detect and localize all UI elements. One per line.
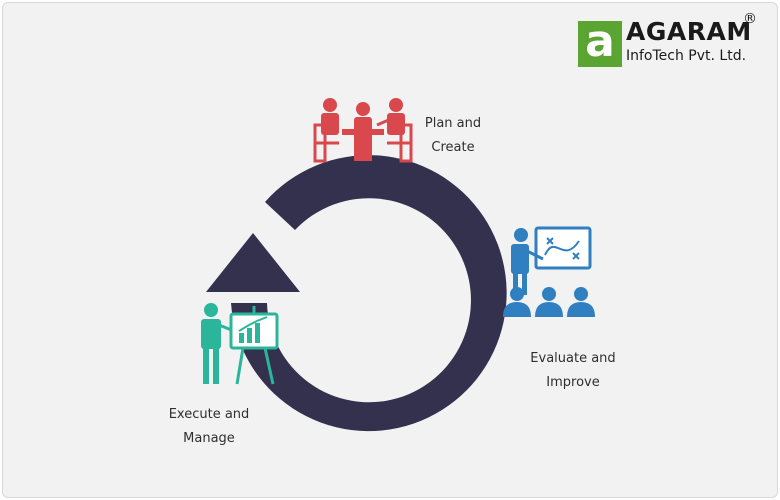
presenter-board-icon [201,303,279,385]
step-label-execute-line2: Manage [183,431,235,446]
logo-subtitle: InfoTech Pvt. Ltd. [626,48,747,64]
team-meeting-icon [313,98,413,163]
cycle-arrowhead [206,233,300,292]
step-label-plan-line1: Plan and [424,116,482,131]
step-label-plan: Plan and Create [408,112,498,160]
step-label-evaluate-line2: Improve [546,375,600,390]
company-logo: a AGARAM ® InfoTech Pvt. Ltd. [578,11,763,71]
step-label-evaluate-line1: Evaluate and [530,351,616,366]
step-label-plan-line2: Create [431,140,475,155]
step-label-execute: Execute and Manage [156,403,262,451]
step-label-evaluate: Evaluate and Improve [517,347,629,395]
logo-name: AGARAM [626,17,752,46]
registered-mark: ® [743,11,757,27]
cycle-ring [231,155,507,432]
logo-mark-icon: a [578,20,622,67]
presentation-audience-icon [503,226,595,317]
cycle-diagram [201,98,595,432]
step-label-execute-line1: Execute and [168,407,250,422]
